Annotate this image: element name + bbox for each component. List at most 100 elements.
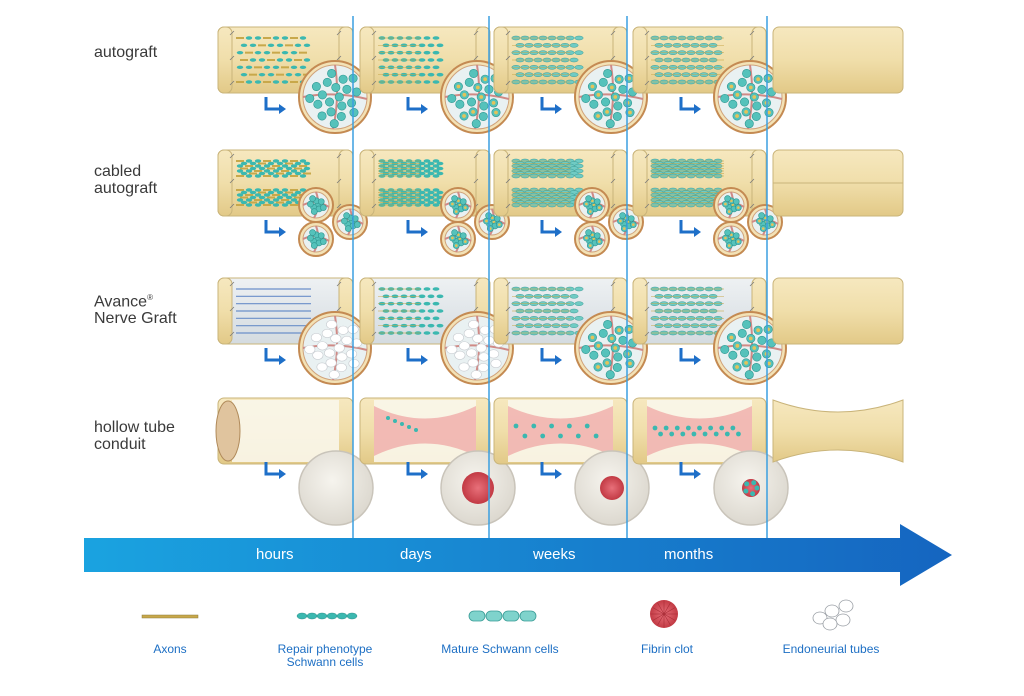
migrating-schwann-cell	[658, 431, 663, 437]
suture	[371, 331, 377, 337]
schwann-cell-section	[331, 82, 341, 92]
conduit-outcome	[772, 399, 904, 463]
nerve-stump	[217, 277, 233, 345]
nerve-stump	[493, 149, 509, 217]
axon-fragment	[276, 172, 284, 175]
axon-fragment	[245, 194, 253, 196]
schwann-cell	[285, 58, 293, 62]
axon-fragment	[249, 73, 257, 76]
schwann-cell	[272, 169, 280, 173]
schwann-cell-section	[467, 97, 477, 107]
legend-text: Mature Schwann cells	[441, 642, 559, 656]
schwann-cell	[427, 294, 435, 299]
schwann-cell-section	[455, 99, 465, 109]
schwann-cell	[254, 188, 262, 192]
axon-fragment	[236, 160, 244, 162]
suture	[229, 178, 235, 184]
axon-section	[609, 336, 614, 341]
mature-schwann-cell-icon	[502, 610, 520, 622]
schwann-cell	[240, 190, 248, 195]
schwann-cell-section	[752, 101, 762, 111]
schwann-cell	[423, 198, 431, 202]
axon-section	[491, 216, 494, 220]
schwann-cell	[254, 36, 262, 40]
schwann-cell	[267, 190, 275, 195]
endoneurial-tube	[348, 359, 360, 369]
schwann-cell	[436, 166, 444, 171]
row-label-hollow-tube-conduit: hollow tube conduit	[94, 419, 175, 453]
suture	[336, 30, 342, 36]
migrating-schwann-cell	[575, 433, 581, 439]
axon-icon	[141, 614, 199, 619]
axon-fragment	[299, 51, 307, 54]
suture	[229, 80, 235, 86]
suture	[505, 153, 511, 159]
schwann-cell	[272, 198, 280, 202]
axon-fragment	[303, 172, 311, 175]
axon-section	[451, 236, 454, 240]
schwann-cell	[285, 166, 293, 171]
migrating-schwann-cell	[730, 425, 736, 431]
fibrin-clot	[600, 476, 624, 500]
axon-fragment	[290, 37, 298, 39]
bent-arrow	[406, 97, 422, 111]
schwann-cell-section	[317, 90, 327, 100]
timeline-arrow-layer	[84, 524, 952, 586]
bent-arrow	[264, 348, 280, 362]
endoneurial-tube	[466, 348, 478, 358]
suture	[610, 178, 616, 184]
axon-section	[735, 365, 739, 369]
graft-stage	[493, 149, 644, 257]
bent-arrow-head	[555, 227, 562, 237]
row-label-line: autograft	[94, 44, 158, 61]
schwann-cell	[263, 65, 271, 70]
axon-section	[605, 109, 609, 114]
migrating-schwann-cell	[522, 433, 528, 439]
schwann-cell-section	[612, 362, 622, 372]
axon-section	[727, 210, 731, 213]
migrating-schwann-cell	[702, 431, 708, 437]
schwann-cell	[423, 174, 431, 178]
bent-arrow	[540, 348, 556, 362]
schwann-cell	[418, 43, 426, 48]
axon-fragment	[272, 165, 280, 167]
schwann-cell	[249, 161, 257, 166]
mature-schwann-cell	[574, 316, 584, 321]
conduit-lumen	[232, 400, 339, 462]
axon-section	[736, 206, 740, 209]
axon-section	[596, 92, 601, 97]
row-label-autograft: autograft	[94, 44, 157, 61]
bent-arrow	[679, 462, 695, 476]
schwann-cell	[423, 50, 431, 55]
axon-section	[724, 202, 727, 206]
axon-section	[592, 237, 596, 241]
schwann-cell	[281, 203, 289, 207]
axon-fragment	[240, 59, 248, 61]
repair-schwann-cell-icon	[346, 612, 358, 620]
schwann-cell-section	[737, 77, 747, 87]
endoneurial-tube	[446, 344, 458, 354]
row-label-line: conduit	[94, 436, 146, 453]
schwann-cell-section	[589, 350, 599, 360]
axon-fragment	[263, 81, 271, 83]
axon-section	[727, 244, 731, 247]
schwann-cell-section	[613, 101, 623, 111]
axon-fragment	[236, 81, 244, 83]
suture	[644, 178, 650, 184]
conduit-stage	[215, 397, 374, 526]
axon-section	[735, 114, 739, 118]
schwann-cell-section	[598, 77, 608, 87]
schwann-cell-section	[593, 198, 601, 205]
suture	[644, 30, 650, 36]
axon-fragment	[290, 204, 298, 206]
schwann-cell	[258, 58, 266, 62]
axon-fragment	[254, 66, 262, 69]
schwann-cell-section	[585, 229, 592, 236]
suture	[336, 55, 342, 61]
graft-stage	[493, 277, 648, 385]
legend-text: Fibrin clot	[640, 642, 693, 656]
schwann-cell	[254, 193, 262, 197]
schwann-cell	[240, 200, 248, 205]
repair-schwann-cell-icon	[336, 612, 348, 620]
endoneurial-tube	[312, 350, 324, 360]
